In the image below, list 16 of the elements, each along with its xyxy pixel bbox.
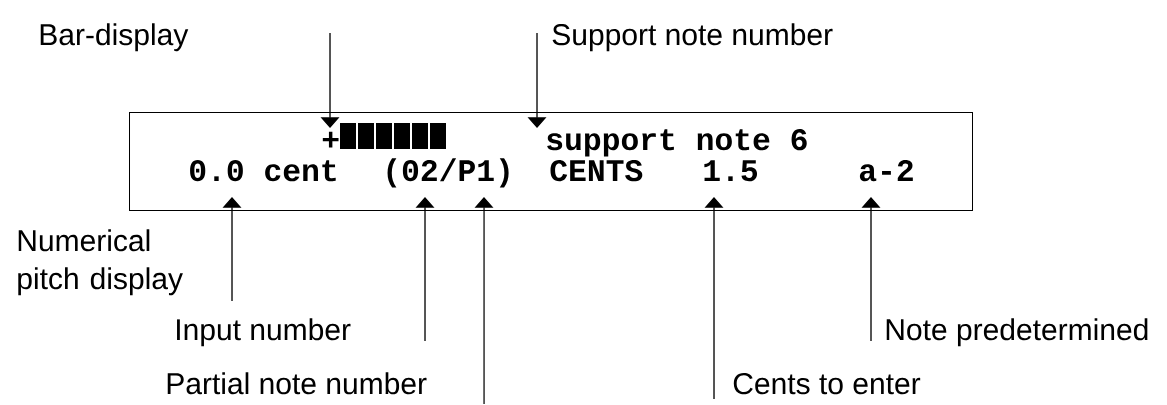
display-text: (02/P1) bbox=[387, 158, 509, 188]
bar-graph bbox=[340, 123, 446, 149]
display-text: 1.5 bbox=[704, 160, 758, 182]
annotation-label: Partial note number bbox=[167, 372, 427, 395]
annotation-label: Numerical pitch display bbox=[18, 229, 183, 296]
display-text: 0.0 cent bbox=[190, 160, 336, 182]
display-panel bbox=[129, 112, 973, 211]
annotation-label: Note predetermined bbox=[886, 318, 1148, 347]
display-text: CENTS bbox=[550, 160, 643, 182]
display-text: a-2 bbox=[859, 160, 913, 182]
display-text: + bbox=[322, 131, 339, 148]
annotation-label: Cents to enter bbox=[733, 373, 921, 395]
display-text: support note 6 bbox=[547, 129, 807, 157]
annotation-label: Bar-display bbox=[40, 23, 189, 52]
annotation-label: Support note number bbox=[552, 23, 833, 52]
annotation-label: Input number bbox=[177, 318, 351, 347]
